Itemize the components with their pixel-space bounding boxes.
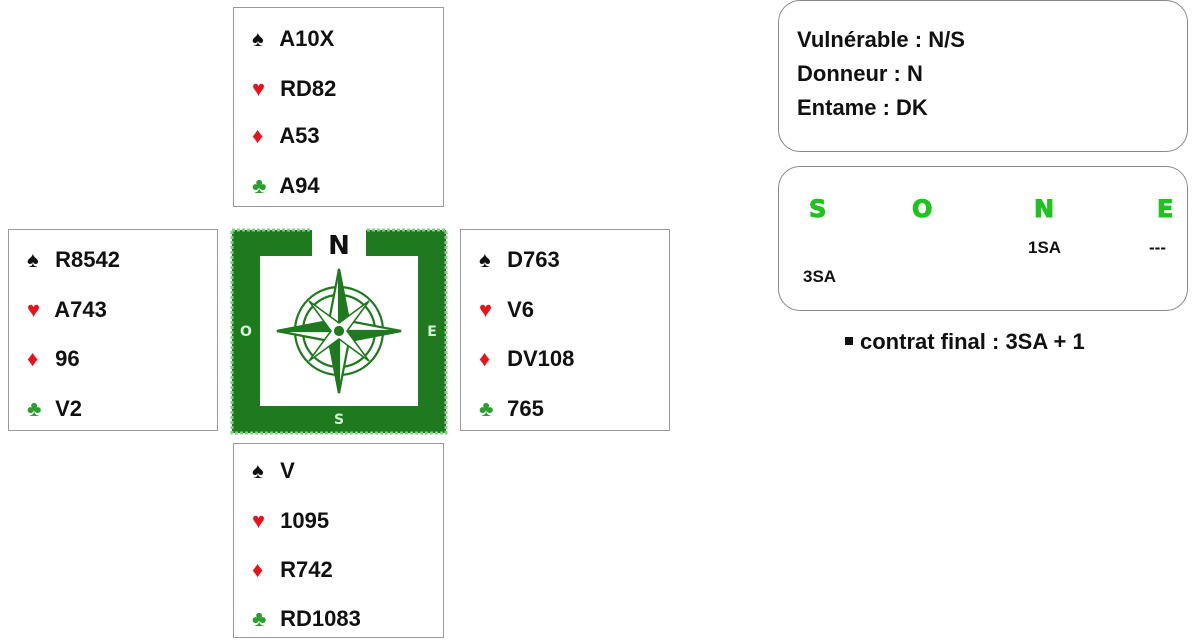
south-clubs-row: ♣ RD1083 [252,606,361,632]
west-spades: R8542 [55,247,120,272]
east-hearts: V6 [507,297,535,322]
dealer-text: Donneur : N [797,61,923,86]
south-hearts: 1095 [280,508,330,533]
south-spades: V [280,458,295,483]
west-clubs: V2 [55,396,83,421]
east-spades: D763 [507,247,560,272]
club-icon: ♣ [479,396,494,421]
east-clubs-row: ♣ 765 [479,396,544,422]
club-icon: ♣ [27,396,42,421]
bid-east-1: --- [1149,238,1166,257]
hand-east: ♠ D763 ♥ V6 ♦ DV108 ♣ 765 [460,229,670,431]
south-diamonds: R742 [280,557,333,582]
east-diamonds: DV108 [507,346,575,371]
spade-icon: ♠ [252,458,264,483]
spade-icon: ♠ [479,247,491,272]
west-diamonds: 96 [55,346,80,371]
north-clubs-row: ♣ A94 [252,173,320,199]
vulnerable-text: Vulnérable : N/S [797,27,965,52]
club-icon: ♣ [252,173,267,198]
compass-rose-image: N O E S [230,228,448,435]
bidding-header-west: O [911,195,934,224]
north-spades-row: ♠ A10X [252,26,334,52]
bid-south-2: 3SA [803,267,837,286]
bidding-header-north: N [1033,195,1056,224]
east-hearts-row: ♥ V6 [479,297,534,323]
final-contract-text: contrat final : 3SA + 1 [860,329,1085,354]
north-diamonds-row: ♦ A53 [252,123,320,149]
hand-north: ♠ A10X ♥ RD82 ♦ A53 ♣ A94 [233,7,444,207]
west-hearts: A743 [54,297,107,322]
east-diamonds-row: ♦ DV108 [479,346,574,372]
north-clubs: A94 [279,173,320,198]
lead-text: Entame : DK [797,95,928,120]
diamond-icon: ♦ [252,123,264,148]
east-clubs: 765 [507,396,544,421]
west-clubs-row: ♣ V2 [27,396,82,422]
compass-south-letter: S [334,412,344,428]
diamond-icon: ♦ [252,557,264,582]
south-hearts-row: ♥ 1095 [252,508,329,534]
west-diamonds-row: ♦ 96 [27,346,80,372]
bidding-header-south: S [808,195,828,224]
bullet-icon [845,337,853,345]
hand-west: ♠ R8542 ♥ A743 ♦ 96 ♣ V2 [8,229,218,431]
north-hearts: RD82 [280,76,337,101]
club-icon: ♣ [252,606,267,631]
spade-icon: ♠ [27,247,39,272]
compass-west-letter: O [240,324,252,340]
heart-icon: ♥ [479,297,493,322]
hand-south: ♠ V ♥ 1095 ♦ R742 ♣ RD1083 [233,443,444,638]
heart-icon: ♥ [27,297,41,322]
compass-north-letter: N [328,231,350,261]
deal-info-box: Vulnérable : N/S Donneur : N Entame : DK [778,0,1188,152]
east-spades-row: ♠ D763 [479,247,560,273]
bidding-box: S O N E 1SA --- 3SA [778,166,1188,311]
heart-icon: ♥ [252,508,266,533]
north-hearts-row: ♥ RD82 [252,76,336,102]
spade-icon: ♠ [252,26,264,51]
north-diamonds: A53 [279,123,320,148]
south-diamonds-row: ♦ R742 [252,557,333,583]
west-hearts-row: ♥ A743 [27,297,107,323]
south-clubs: RD1083 [280,606,361,631]
compass-icon: N O E S [230,228,448,435]
final-contract: contrat final : 3SA + 1 [845,329,1085,355]
diamond-icon: ♦ [27,346,39,371]
diamond-icon: ♦ [479,346,491,371]
bidding-header-east: E [1156,195,1175,224]
west-spades-row: ♠ R8542 [27,247,120,273]
north-spades: A10X [279,26,335,51]
south-spades-row: ♠ V [252,458,295,484]
bid-north-1: 1SA [1028,238,1062,257]
compass-east-letter: E [427,324,437,340]
heart-icon: ♥ [252,76,266,101]
